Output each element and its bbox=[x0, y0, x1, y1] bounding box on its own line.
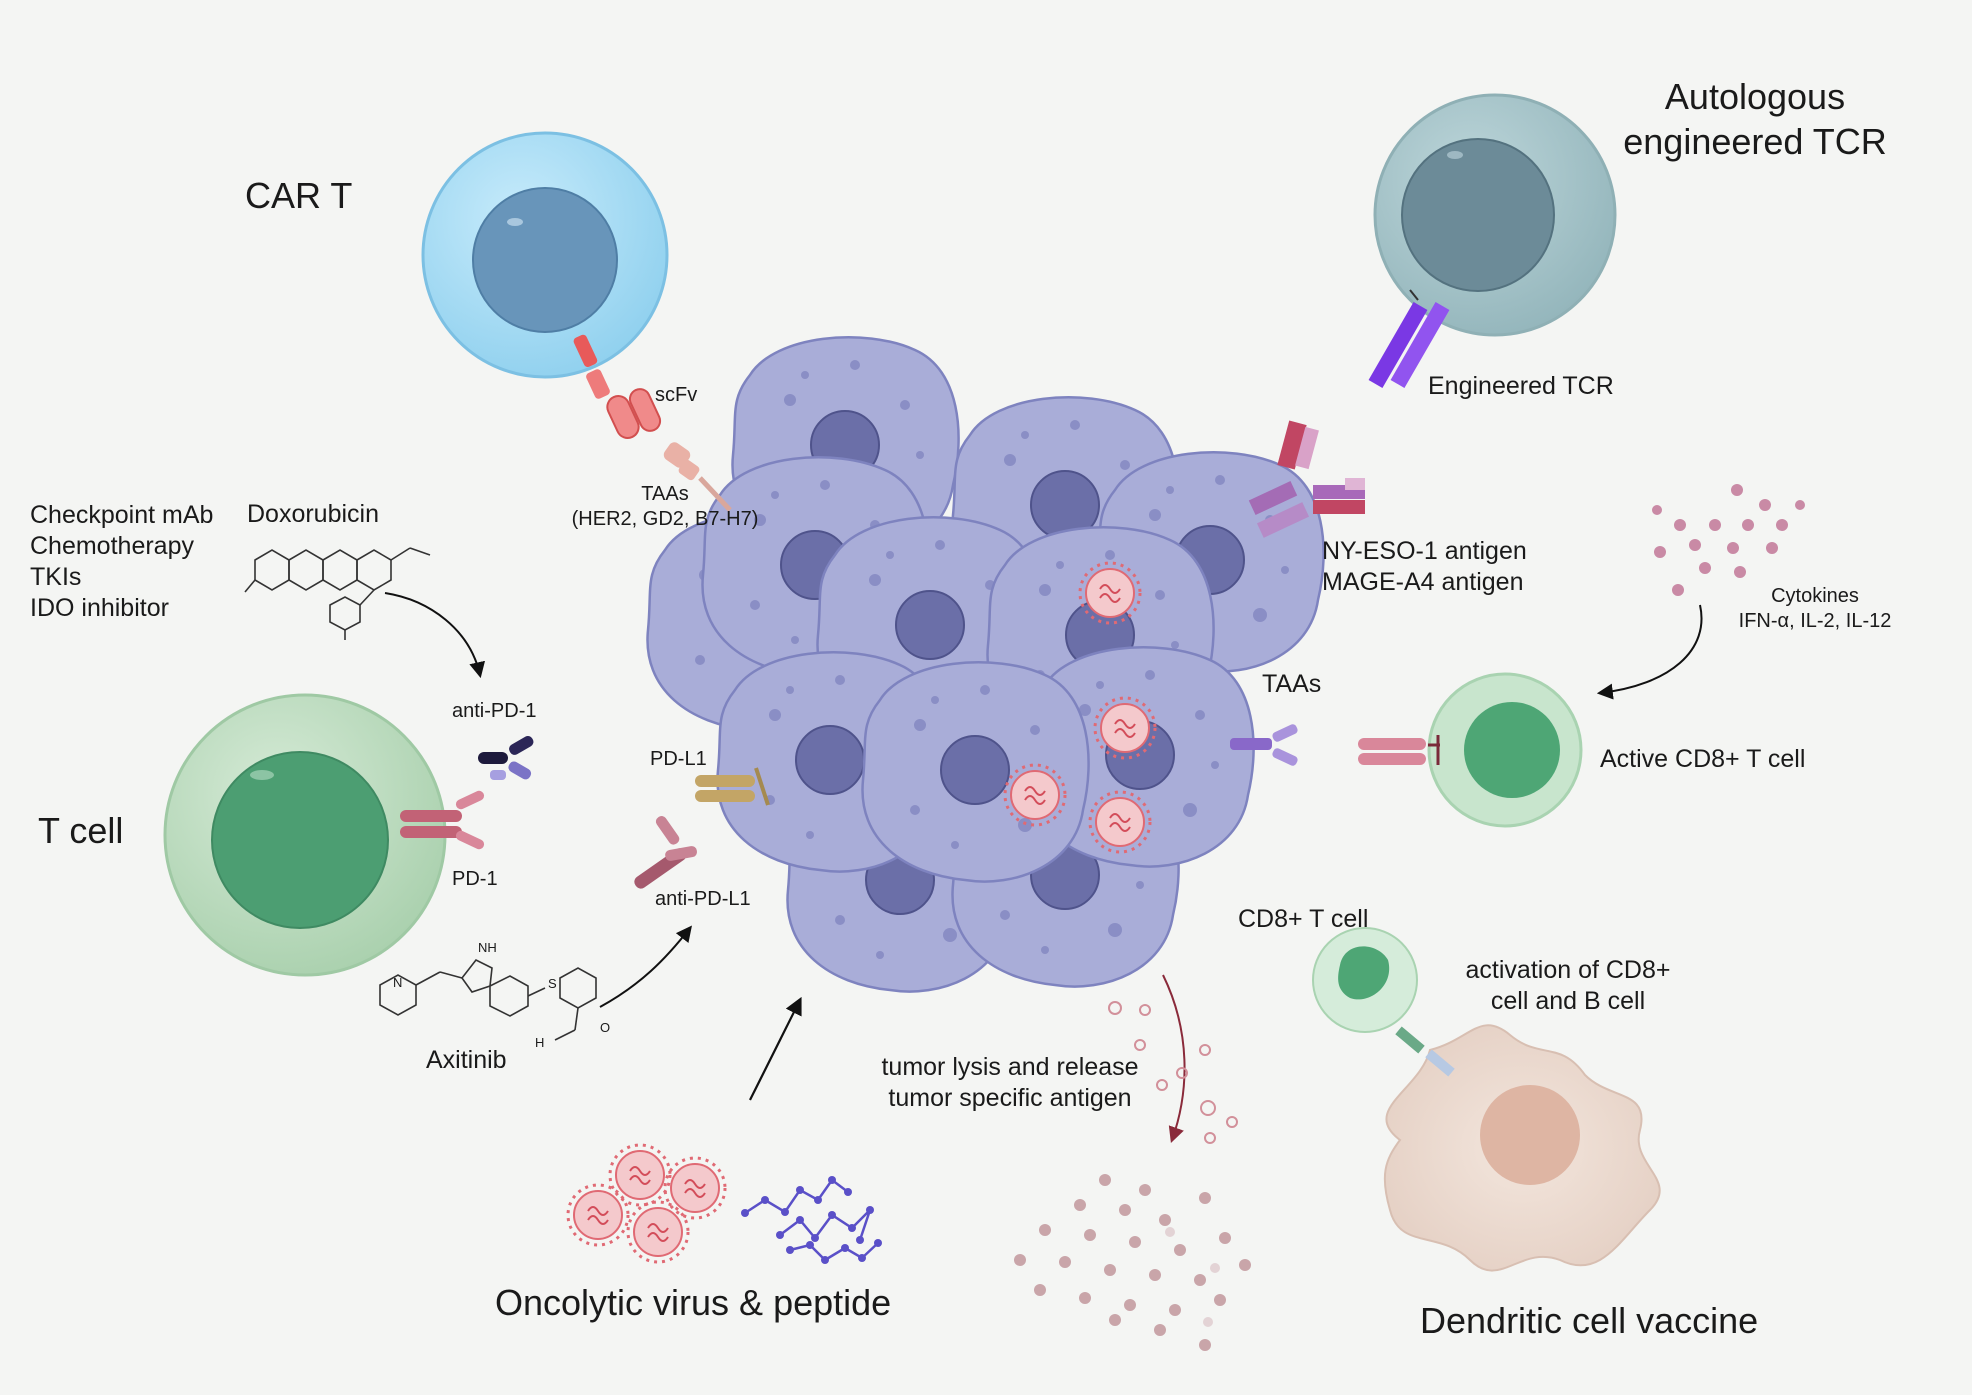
arrow-axitinib bbox=[599, 925, 692, 1008]
axitinib-nh-label: NH bbox=[478, 940, 497, 955]
oncolytic-title: Oncolytic virus & peptide bbox=[495, 1282, 892, 1323]
arrow-lysis bbox=[1162, 974, 1186, 1144]
antigen-release-dots bbox=[1108, 1001, 1238, 1144]
pdl1-label: PD-L1 bbox=[650, 748, 707, 770]
oncolytic-virus-cluster bbox=[566, 1143, 727, 1264]
axitinib-h-label: H bbox=[535, 1035, 545, 1050]
arrow-cytokines bbox=[1596, 604, 1703, 700]
list-item: TKIs bbox=[30, 563, 82, 591]
pdl1-receptor bbox=[695, 767, 770, 806]
arrow-doxorubicin bbox=[384, 592, 486, 679]
taas-top-label: TAAs (HER2, GD2, B7-H7) bbox=[571, 483, 759, 530]
axitinib-o-label: O bbox=[600, 1020, 611, 1035]
checkpoint-list: Checkpoint mAb Chemotherapy TKIs IDO inh… bbox=[30, 500, 213, 624]
list-item: IDO inhibitor bbox=[30, 594, 169, 622]
t-cell bbox=[163, 693, 485, 977]
peptide-chains bbox=[741, 1176, 882, 1264]
anti-pd1-label: anti-PD-1 bbox=[452, 700, 537, 722]
autologous-tcr-title: Autologous engineered TCR bbox=[1623, 76, 1887, 162]
lysis-label: tumor lysis and release tumor specific a… bbox=[881, 1053, 1139, 1112]
arrow-oncolytic bbox=[749, 996, 802, 1101]
axitinib-n-label: N bbox=[393, 975, 403, 990]
pd1-label: PD-1 bbox=[452, 868, 498, 890]
active-cd8-cell bbox=[1358, 672, 1583, 828]
doxorubicin-label: Doxorubicin bbox=[247, 500, 380, 528]
t-cell-title: T cell bbox=[38, 810, 124, 851]
dendritic-cell bbox=[1312, 927, 1661, 1272]
car-t-cell bbox=[421, 131, 732, 512]
antigen-scatter-dots bbox=[1014, 1174, 1251, 1351]
cd8-t-cell-label: CD8+ T cell bbox=[1238, 905, 1369, 933]
axitinib-structure bbox=[379, 958, 597, 1041]
activation-label: activation of CD8+ cell and B cell bbox=[1465, 956, 1671, 1015]
list-item: Checkpoint mAb bbox=[30, 501, 214, 529]
list-item: Chemotherapy bbox=[30, 532, 194, 560]
axitinib-s-label: S bbox=[548, 976, 557, 991]
engineered-tcr-label: Engineered TCR bbox=[1428, 372, 1614, 400]
active-cd8-label: Active CD8+ T cell bbox=[1600, 745, 1806, 773]
dendritic-title: Dendritic cell vaccine bbox=[1420, 1300, 1759, 1341]
anti-pdl1-antibody bbox=[634, 815, 698, 889]
cytokines-label: Cytokines IFN-α, IL-2, IL-12 bbox=[1738, 585, 1892, 632]
cytokine-particles bbox=[1652, 484, 1805, 596]
anti-pd1-antibody bbox=[478, 736, 534, 780]
axitinib-label: Axitinib bbox=[426, 1046, 507, 1074]
car-t-title: CAR T bbox=[245, 175, 353, 216]
antigen-labels: NY-ESO-1 antigen MAGE-A4 antigen bbox=[1322, 537, 1527, 596]
doxorubicin-structure bbox=[244, 547, 431, 640]
anti-pdl1-label: anti-PD-L1 bbox=[655, 888, 751, 910]
scfv-label: scFv bbox=[655, 384, 698, 406]
taas-receptor bbox=[1230, 724, 1298, 766]
taas-right-label: TAAs bbox=[1262, 670, 1322, 698]
tcr-antigen-complex bbox=[1248, 420, 1365, 538]
tcr-cell bbox=[1368, 93, 1617, 388]
